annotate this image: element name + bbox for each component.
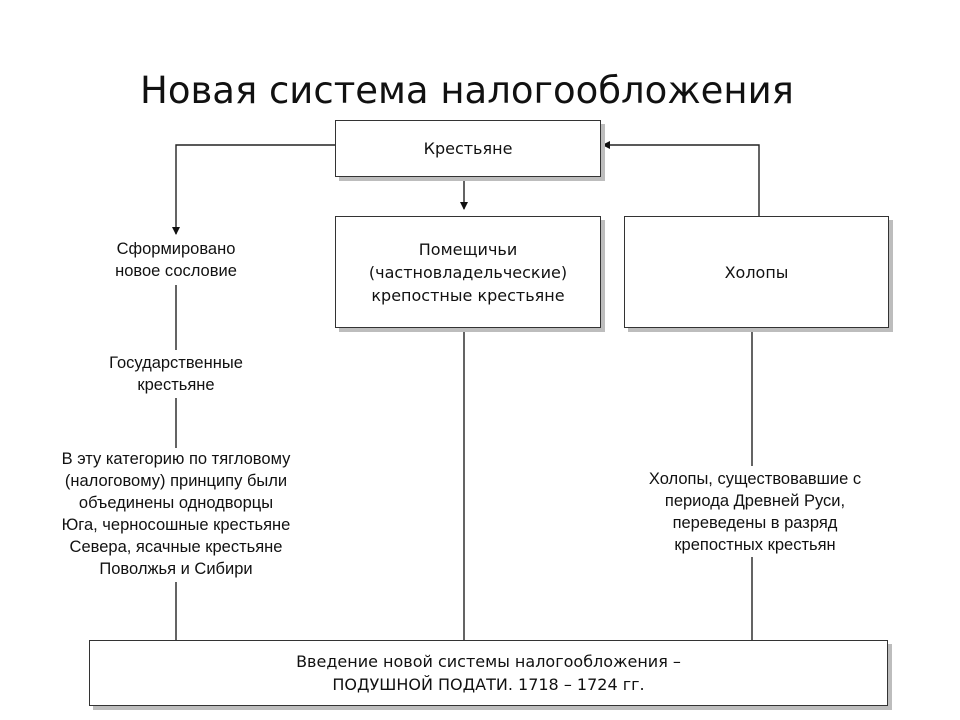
box-kholopy: Холопы — [624, 216, 889, 328]
arrow-peasants-to-new-estate — [172, 144, 335, 235]
box-kholopy-text: Холопы — [724, 262, 789, 282]
box-landowner-serfs: Помещичьи (частновладельческие) крепостн… — [335, 216, 601, 328]
box-poll-tax-text: Введение новой системы налогообложения –… — [296, 652, 681, 694]
label-kholopy-note: Холопы, существовавшие с периода Древней… — [630, 468, 880, 556]
page-title: Новая система налогообложения — [140, 69, 794, 112]
box-peasants-text: Крестьяне — [423, 139, 513, 158]
box-poll-tax: Введение новой системы налогообложения –… — [89, 640, 888, 706]
box-landowner-serfs-text: Помещичьи (частновладельческие) крепостн… — [368, 239, 568, 305]
label-new-estate: Сформировано новое сословие — [76, 238, 276, 282]
label-category-note: В эту категорию по тягловому (налоговому… — [56, 448, 296, 580]
arrow-kholopy-to-peasants — [602, 141, 760, 216]
label-state-peasants: Государственные крестьяне — [76, 352, 276, 396]
box-peasants: Крестьяне — [335, 120, 601, 177]
